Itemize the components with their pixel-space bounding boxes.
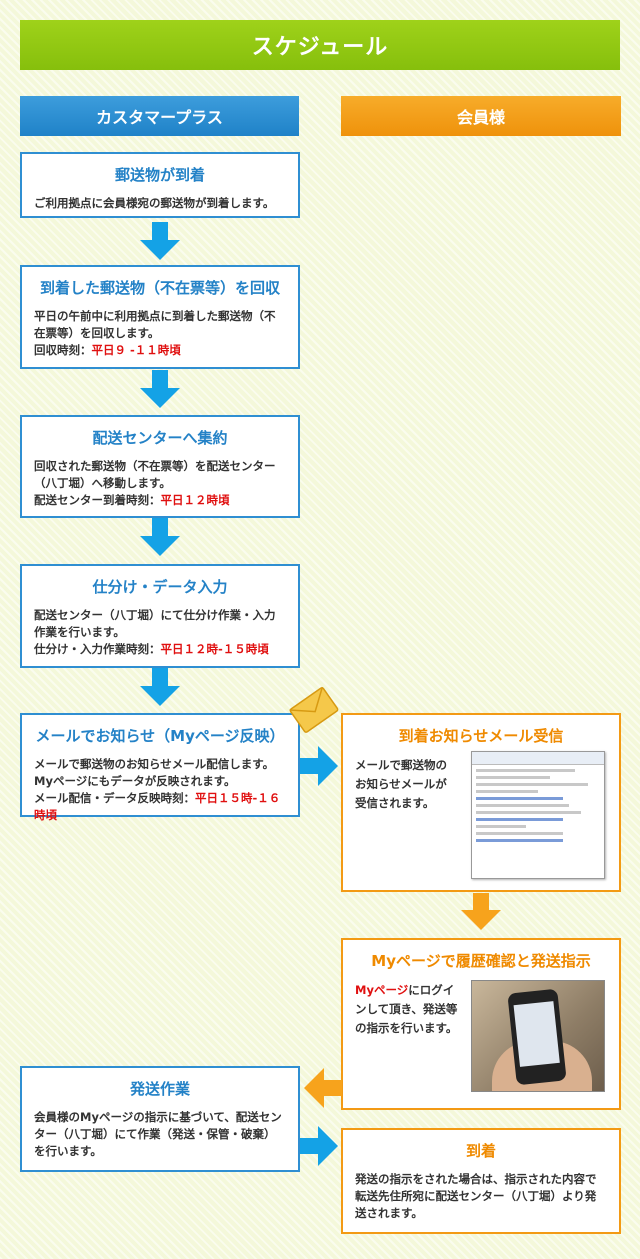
step-body: にログインして頂き、発送等の指示を行います。 — [355, 983, 458, 1035]
arrow-down-icon — [140, 518, 180, 558]
arrow-down-icon — [140, 370, 180, 410]
step-title: 仕分け・データ入力 — [92, 578, 228, 596]
step-body: 会員様のMyページの指示に基づいて、配送センター（八丁堀）にて作業（発送・保管・… — [34, 1110, 282, 1158]
mypage-link[interactable]: Myページ — [355, 983, 409, 997]
column-header-member: 会員様 — [341, 96, 621, 136]
email-screenshot-image — [471, 751, 605, 879]
arrow-left-icon — [302, 1068, 342, 1108]
step-title: 配送センターへ集約 — [92, 429, 228, 447]
step-title: 到着 — [465, 1142, 496, 1160]
step-sorting-data-entry: 仕分け・データ入力 配送センター（八丁堀）にて仕分け作業・入力作業を行います。 … — [20, 564, 300, 668]
time-label: メール配信・データ反映時刻： — [34, 791, 195, 805]
step-mypage-instruction: Myページで履歴確認と発送指示 Myページにログインして頂き、発送等の指示を行い… — [341, 938, 621, 1110]
step-title: メールでお知らせ（Myページ反映） — [35, 727, 285, 745]
step-body: 回収された郵送物（不在票等）を配送センター（八丁堀）へ移動します。 — [34, 459, 276, 490]
step-title: 到着した郵送物（不在票等）を回収 — [39, 279, 280, 297]
time-value: 平日１２時頃 — [160, 493, 230, 507]
smartphone-photo — [471, 980, 605, 1092]
column-header-customer-plus: カスタマープラス — [20, 96, 299, 136]
page-title: スケジュール — [20, 20, 620, 70]
time-label: 回収時刻： — [34, 343, 92, 357]
time-value: 平日１５時-１６時頃 — [34, 791, 281, 822]
step-email-received: 到着お知らせメール受信 メールで郵送物のお知らせメールが受信されます。 — [341, 713, 621, 892]
step-body: 配送センター（八丁堀）にて仕分け作業・入力作業を行います。 — [34, 608, 276, 639]
arrow-right-icon — [300, 746, 340, 786]
step-body: メールで郵送物のお知らせメール配信します。Myページにもデータが反映されます。 — [34, 757, 275, 788]
step-delivery-center: 配送センターへ集約 回収された郵送物（不在票等）を配送センター（八丁堀）へ移動し… — [20, 415, 300, 518]
arrow-down-icon — [461, 893, 501, 931]
step-body: メールで郵送物のお知らせメールが受信されます。 — [355, 758, 447, 810]
step-email-notice: メールでお知らせ（Myページ反映） メールで郵送物のお知らせメール配信します。M… — [20, 713, 300, 822]
step-body: 平日の午前中に利用拠点に到着した郵送物（不在票等）を回収します。 — [34, 309, 276, 340]
step-shipping-work: 発送作業 会員様のMyページの指示に基づいて、配送センター（八丁堀）にて作業（発… — [20, 1066, 300, 1172]
step-arrival: 到着 発送の指示をされた場合は、指示された内容で転送先住所宛に配送センター（八丁… — [341, 1128, 621, 1234]
time-value: 平日１２時-１５時頃 — [160, 642, 269, 656]
step-title: Myページで履歴確認と発送指示 — [371, 952, 591, 970]
arrow-right-icon — [300, 1126, 340, 1166]
envelope-icon — [289, 686, 339, 733]
step-title: 郵送物が到着 — [114, 166, 205, 184]
time-label: 配送センター到着時刻： — [34, 493, 161, 507]
step-body: ご利用拠点に会員様宛の郵送物が到着します。 — [34, 196, 275, 210]
time-label: 仕分け・入力作業時刻： — [34, 642, 161, 656]
time-value: 平日９ -１１時頃 — [91, 343, 181, 357]
step-title: 発送作業 — [129, 1080, 190, 1098]
step-body: 発送の指示をされた場合は、指示された内容で転送先住所宛に配送センター（八丁堀）よ… — [355, 1172, 597, 1220]
arrow-down-icon — [140, 668, 180, 708]
step-title: 到着お知らせメール受信 — [398, 727, 564, 745]
arrow-down-icon — [140, 222, 180, 262]
step-mail-arrival: 郵送物が到着 ご利用拠点に会員様宛の郵送物が到着します。 — [20, 152, 300, 218]
step-collect-mail: 到着した郵送物（不在票等）を回収 平日の午前中に利用拠点に到着した郵送物（不在票… — [20, 265, 300, 369]
